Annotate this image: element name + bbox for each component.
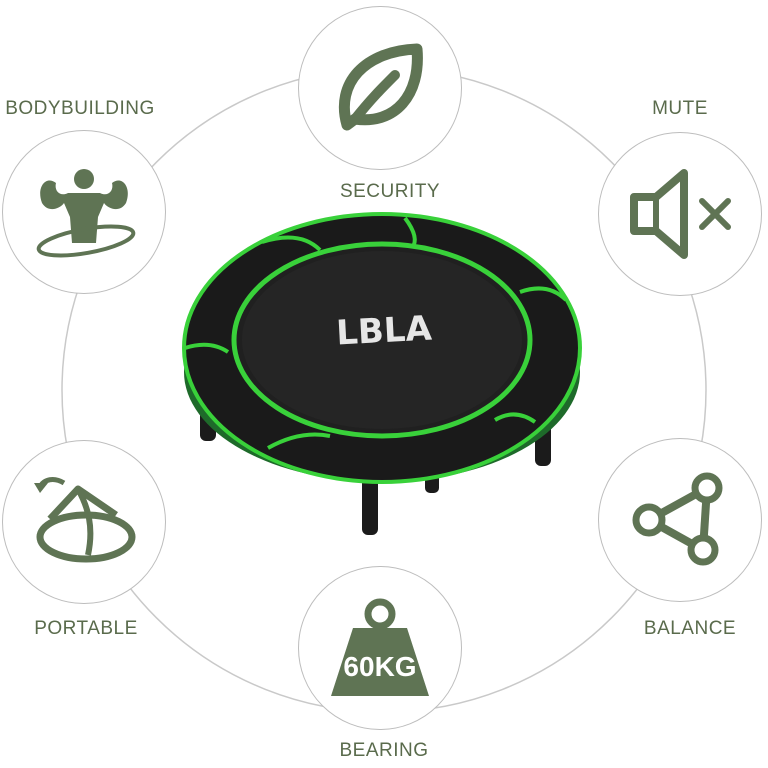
leaf-icon: [338, 43, 423, 131]
feature-label-bodybuilding: BODYBUILDING: [5, 98, 155, 119]
feature-circle-mute: [598, 132, 762, 296]
weight-badge: 60KG: [343, 651, 416, 682]
speaker-mute-icon: [630, 169, 731, 259]
share-nodes-icon: [632, 472, 723, 566]
feature-label-bearing: BEARING: [339, 740, 429, 761]
muscle-man-icon: [36, 169, 136, 258]
feature-circle-portable: [2, 440, 166, 604]
feature-circle-security: [298, 6, 462, 170]
feature-label-mute: MUTE: [652, 98, 708, 119]
fold-icon: [34, 477, 136, 563]
brand-logo: LBLA: [335, 308, 433, 353]
feature-label-security: SECURITY: [339, 181, 441, 202]
feature-circle-balance: [598, 438, 762, 602]
feature-label-balance: BALANCE: [643, 618, 737, 639]
feature-circle-bodybuilding: [2, 130, 166, 294]
weight-icon: 60KG: [331, 598, 429, 696]
feature-label-portable: PORTABLE: [34, 618, 138, 639]
feature-circle-bearing: 60KG: [298, 566, 462, 730]
